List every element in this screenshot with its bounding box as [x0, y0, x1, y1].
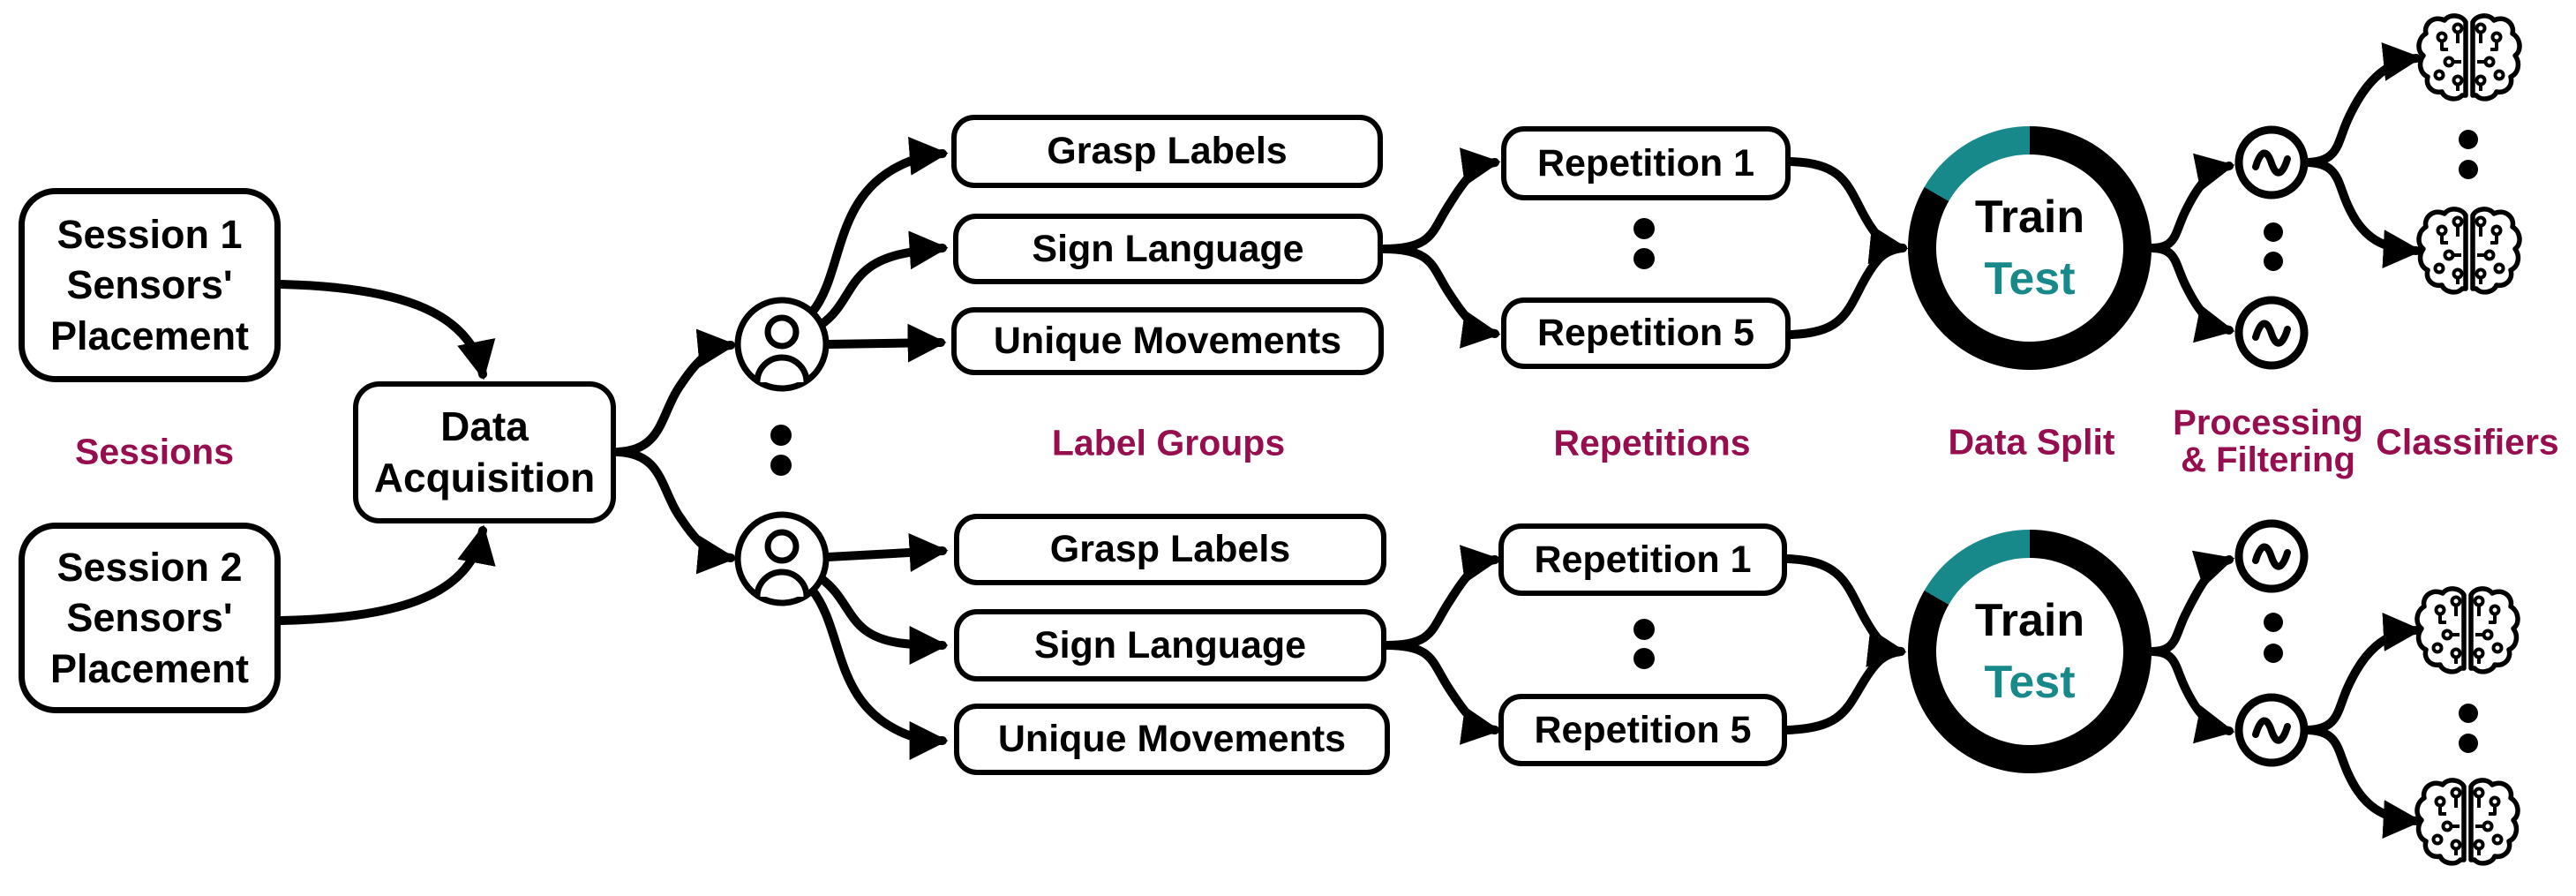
test-label: Test — [1984, 657, 2076, 708]
arrow-sign-bot-to-rep1 — [1382, 545, 1501, 650]
stage-label-sessions: Sessions — [74, 431, 235, 472]
train-test-split-ring-top: Train Test — [1908, 126, 2152, 370]
signal-wave-icon — [2234, 693, 2309, 767]
unique-movements-text: Unique Movements — [993, 320, 1342, 362]
arrow-split-bot-to-proc4 — [2147, 647, 2235, 744]
grasp-labels-text: Grasp Labels — [1047, 130, 1288, 172]
arrow-sign-top-to-rep5 — [1378, 245, 1501, 349]
test-label: Test — [1984, 253, 2076, 305]
stage-label-classifiers: Classifiers — [2376, 421, 2559, 463]
ai-brain-icon — [2417, 780, 2518, 863]
session-2-box: Session 2 Sensors' Placement — [19, 523, 281, 713]
vertical-ellipsis-dots — [770, 130, 2478, 753]
arrow-proc4-to-brain4 — [2302, 726, 2422, 839]
repetition-1-text: Repetition 1 — [1534, 538, 1752, 581]
sign-language-box-top: Sign Language — [953, 214, 1383, 284]
session-1-box: Session 1 Sensors' Placement — [19, 188, 281, 382]
arrow-acquisition-to-subject1 — [613, 328, 737, 456]
flow-arrows — [276, 42, 2422, 839]
arrow-acquisition-to-subject2 — [613, 448, 737, 575]
train-label: Train — [1974, 594, 2085, 646]
session-1-text: Session 1 Sensors' Placement — [49, 212, 250, 358]
grasp-labels-box-bottom: Grasp Labels — [954, 514, 1386, 585]
repetition-1-text: Repetition 1 — [1536, 141, 1755, 184]
arrow-rep1-top-to-split — [1786, 157, 1909, 265]
ai-brain-icon — [2417, 589, 2518, 672]
arrow-subject1-to-unique — [823, 323, 947, 363]
stage-label-label-groups: Label Groups — [1051, 422, 1286, 463]
arrow-proc4-to-brain3 — [2302, 613, 2422, 734]
stage-label-repetitions: Repetitions — [1553, 422, 1751, 463]
arrow-subject2-to-sign — [816, 574, 949, 665]
unique-movements-box-top: Unique Movements — [951, 307, 1384, 375]
sign-language-text: Sign Language — [1033, 623, 1307, 666]
data-acquisition-box: Data Acquisition — [353, 381, 616, 523]
sign-language-box-bottom: Sign Language — [954, 609, 1386, 681]
arrow-rep5-top-to-split — [1786, 244, 1907, 339]
signal-wave-icon — [2234, 296, 2309, 370]
arrow-split-bot-to-proc3 — [2147, 550, 2235, 656]
signal-wave-icon — [2234, 125, 2309, 200]
arrow-session2-to-acquisition — [276, 524, 496, 625]
arrow-sign-top-to-rep1 — [1378, 147, 1501, 253]
train-label: Train — [1974, 191, 2085, 243]
train-test-split-ring-bottom: Train Test — [1908, 530, 2152, 773]
arrow-subject2-to-unique — [807, 585, 949, 760]
repetition-1-box-top: Repetition 1 — [1501, 126, 1791, 200]
repetition-1-box-bottom: Repetition 1 — [1498, 523, 1787, 596]
arrow-proc1-to-brain1 — [2302, 42, 2422, 167]
unique-movements-box-bottom: Unique Movements — [954, 704, 1390, 775]
train-test-labels: Train Test — [1936, 558, 2123, 745]
arrow-proc1-to-brain2 — [2302, 158, 2422, 268]
signal-wave-icon — [2234, 519, 2309, 593]
unique-movements-text: Unique Movements — [997, 718, 1347, 760]
stage-label-data-split: Data Split — [1948, 421, 2115, 463]
arrow-split-top-to-proc2 — [2147, 244, 2235, 343]
arrow-rep1-bot-to-split — [1783, 554, 1907, 667]
train-test-labels: Train Test — [1936, 154, 2123, 342]
grasp-labels-text: Grasp Labels — [1049, 528, 1291, 570]
session-2-text: Session 2 Sensors' Placement — [49, 545, 250, 691]
user-icon — [734, 511, 830, 606]
ai-brain-icon — [2416, 13, 2522, 102]
arrow-subject1-to-sign — [816, 230, 949, 329]
arrow-sign-bot-to-rep5 — [1382, 641, 1501, 745]
data-acquisition-text: Data Acquisition — [373, 403, 596, 501]
sign-language-text: Sign Language — [1032, 227, 1304, 270]
ai-brain-icon — [2419, 209, 2520, 292]
arrow-split-top-to-proc1 — [2147, 153, 2235, 252]
repetition-5-box-top: Repetition 5 — [1501, 297, 1791, 369]
stage-label-processing-filtering: Processing & Filtering — [2173, 403, 2363, 479]
repetition-5-text: Repetition 5 — [1536, 312, 1755, 354]
arrow-subject2-to-grasp — [823, 533, 949, 572]
grasp-labels-box-top: Grasp Labels — [951, 115, 1383, 188]
arrow-session1-to-acquisition — [276, 280, 496, 380]
repetition-5-box-bottom: Repetition 5 — [1498, 694, 1787, 766]
arrow-subject1-to-grasp — [807, 136, 949, 317]
repetition-5-text: Repetition 5 — [1534, 708, 1752, 751]
user-icon — [734, 297, 830, 392]
arrow-rep5-bot-to-split — [1783, 647, 1905, 734]
